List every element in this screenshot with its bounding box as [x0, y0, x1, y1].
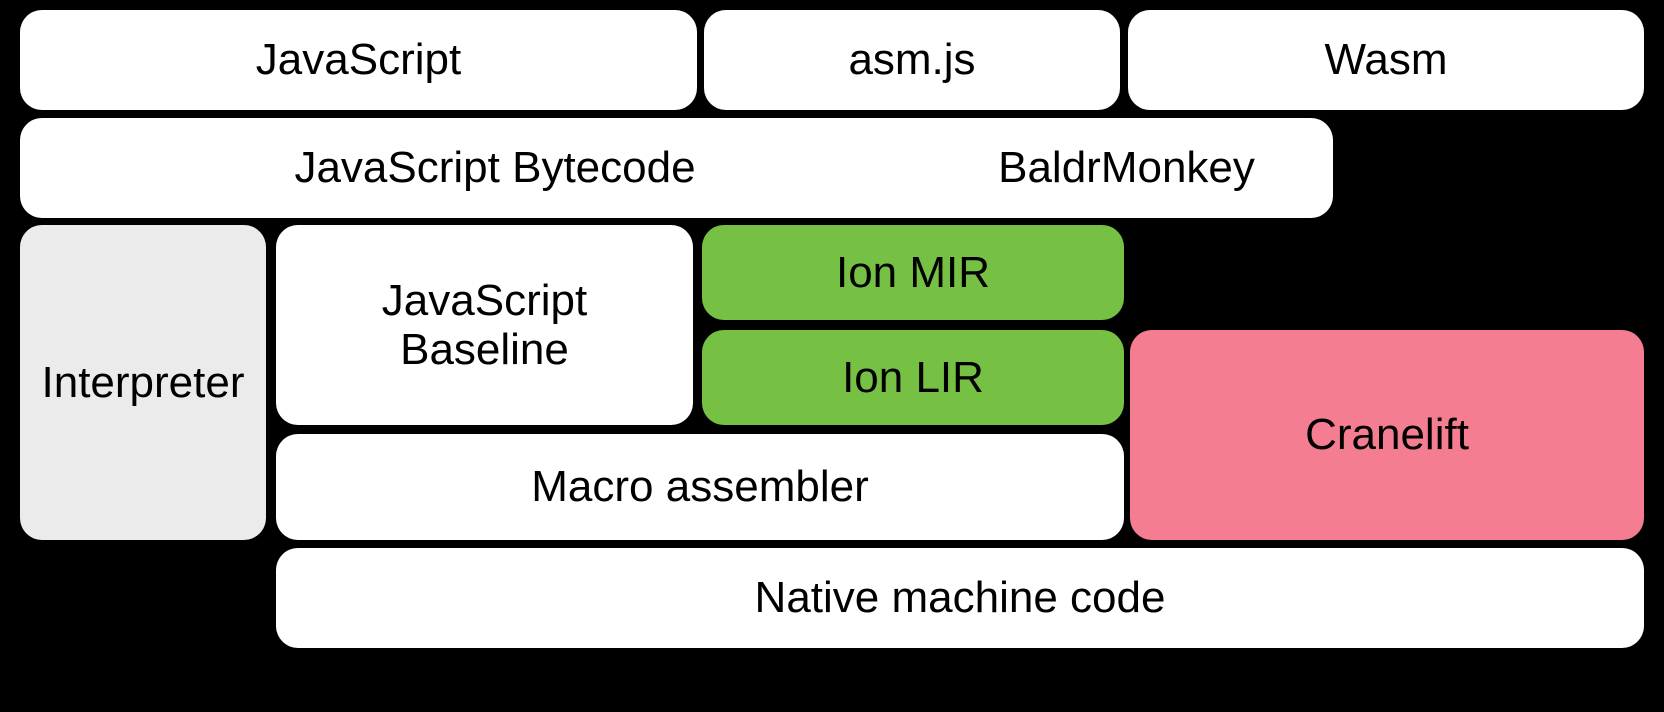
node-ion-mir[interactable]: Ion MIR	[702, 225, 1124, 320]
node-macro-assembler[interactable]: Macro assembler	[276, 434, 1124, 540]
node-javascript-baseline[interactable]: JavaScript Baseline	[276, 225, 693, 425]
node-baldrmonkey[interactable]: BaldrMonkey	[920, 118, 1333, 218]
node-cranelift[interactable]: Cranelift	[1130, 330, 1644, 540]
node-ion-lir[interactable]: Ion LIR	[702, 330, 1124, 425]
node-javascript[interactable]: JavaScript	[20, 10, 697, 110]
node-asm-js[interactable]: asm.js	[704, 10, 1120, 110]
node-wasm[interactable]: Wasm	[1128, 10, 1644, 110]
node-native-machine-code[interactable]: Native machine code	[276, 548, 1644, 648]
node-interpreter[interactable]: Interpreter	[20, 225, 266, 540]
node-javascript-bytecode[interactable]: JavaScript Bytecode	[20, 118, 970, 218]
